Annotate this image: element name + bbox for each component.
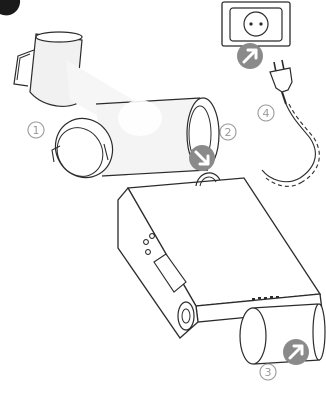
- step-3-marker: 3: [260, 364, 276, 380]
- water-tank: [240, 304, 325, 364]
- wall-outlet-icon: [222, 2, 290, 46]
- arrow-up-right-circle-icon: [237, 43, 263, 69]
- step-2-marker: 2: [220, 124, 236, 140]
- svg-text:1: 1: [33, 124, 40, 137]
- power-plug-icon: [262, 60, 319, 186]
- corner-marker: [0, 0, 20, 15]
- step-1-marker: 1: [28, 122, 44, 138]
- step-4-marker: 4: [258, 105, 274, 121]
- arrow-down-right-circle-icon: [189, 145, 215, 171]
- svg-text:3: 3: [265, 366, 272, 379]
- svg-text:4: 4: [263, 107, 270, 120]
- svg-text:2: 2: [225, 126, 232, 139]
- arrow-up-right-circle-icon: [283, 339, 309, 365]
